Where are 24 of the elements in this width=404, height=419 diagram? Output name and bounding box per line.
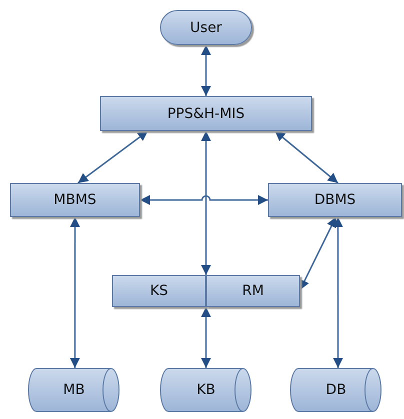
connector-arrow [201, 307, 211, 368]
connector-arrow [299, 216, 337, 290]
node-label: KB [196, 382, 216, 398]
process-box [268, 183, 402, 217]
process-box [112, 275, 206, 307]
connector-arrow [274, 130, 338, 184]
connector-arrow [201, 131, 211, 275]
connector-arrow [140, 195, 268, 205]
connector-arrow [332, 217, 344, 368]
terminal-pill [160, 10, 252, 45]
node-label: MBMS [54, 192, 96, 208]
node-label: DB [326, 382, 346, 398]
connector-arrow [201, 45, 211, 96]
connector-arrow [70, 217, 80, 368]
node-label: KS [150, 283, 168, 299]
node-label: User [190, 20, 222, 36]
process-box [206, 275, 300, 307]
process-box [10, 183, 140, 217]
node-label: RM [242, 283, 264, 299]
node-label: MB [63, 382, 85, 398]
process-box [100, 96, 312, 131]
connector-arrow [78, 130, 148, 184]
node-label: DBMS [314, 192, 356, 208]
node-label: PPS&H-MIS [167, 106, 245, 122]
